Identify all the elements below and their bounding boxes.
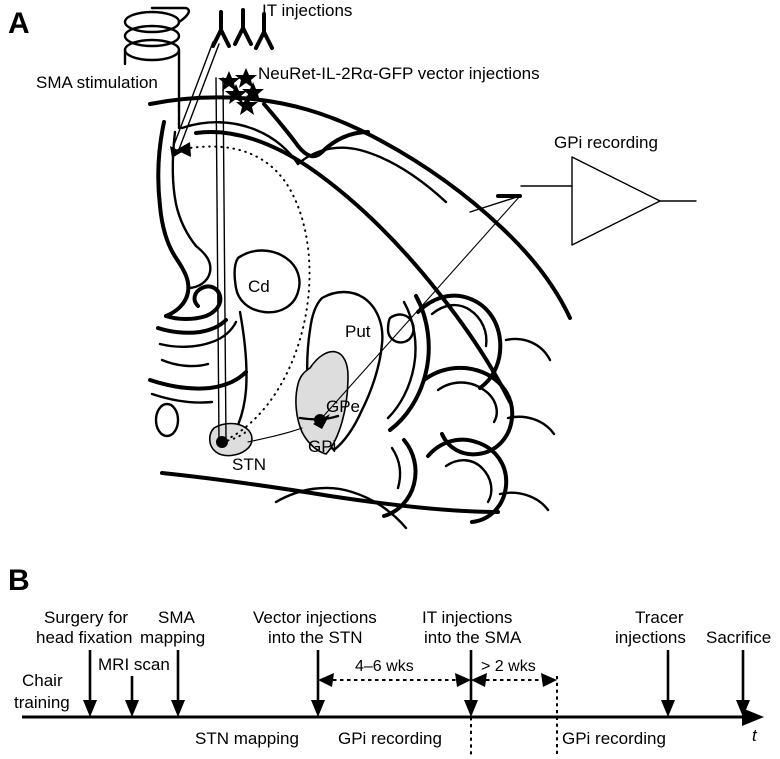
caudate-outline [233, 249, 301, 314]
white-matter-arc [194, 130, 512, 404]
hypothalamic-band [148, 370, 248, 391]
event-chair-training-line1: Chair [22, 671, 63, 690]
ventral-medial-outline [156, 318, 228, 335]
interval-2-weeks-label: > 2 wks [481, 658, 536, 675]
lateral-fold-3-inner [444, 459, 493, 504]
event-it-injections-line1: IT injections [422, 608, 512, 627]
lateral-fold-4 [382, 438, 418, 518]
event-sma-mapping-line1: SMA [158, 608, 196, 627]
event-it-injections-line2: into the SMA [424, 628, 522, 647]
caudate-nucleus-label: Cd [248, 277, 270, 296]
event-surgery-arrowhead [83, 700, 97, 717]
far-right-fold-3 [498, 491, 550, 512]
event-tracer-injections-arrowhead [661, 700, 675, 717]
far-right-fold-2 [506, 415, 556, 436]
it-injections-label: IT injections [262, 1, 352, 20]
far-right-fold-1 [504, 337, 552, 362]
callosal-notch [262, 102, 370, 159]
star-icon-2 [235, 68, 257, 88]
phase-gpi-recording-2-label: GPi recording [562, 729, 666, 748]
star-icon-3 [225, 84, 247, 104]
panel-a-letter: A [8, 7, 30, 40]
event-sma-mapping-line2: mapping [140, 628, 205, 647]
cingulate-inner-fold [186, 244, 212, 290]
ventral-medial-inner-2 [160, 358, 210, 368]
event-tracer-injections-line2: injections [615, 628, 686, 647]
stn-to-gpi-pathway [247, 427, 303, 443]
lateral-fold-3 [426, 437, 509, 524]
event-sacrifice-line1: Sacrifice [706, 628, 771, 647]
brain-section-drawing: Cd Put GPe GPi STN [148, 95, 572, 530]
time-axis-arrowhead [742, 708, 764, 726]
gpi-electrode-tip [313, 414, 330, 429]
event-surgery-head-fixation-line2: head fixation [36, 628, 132, 647]
interval-2-weeks-left-arrowhead [471, 673, 487, 687]
cingulate-fold-outline [164, 284, 223, 321]
injection-cannula [170, 41, 220, 158]
ventral-base-inner [274, 486, 408, 530]
phase-gpi-recording-1-label: GPi recording [338, 729, 442, 748]
lateral-fold-1-inner [430, 303, 488, 348]
cannula-tip-arrowhead [170, 146, 182, 158]
subthalamic-nucleus-label: STN [232, 455, 266, 474]
syringe-icon-2 [233, 8, 253, 46]
interval-4-6-weeks-right-arrowhead [455, 673, 471, 687]
event-vector-injections-arrowhead [311, 700, 325, 717]
panel-b: B t Chair training Surgery for head fixa… [8, 564, 771, 755]
medial-wall-outline [156, 120, 191, 318]
lateral-fold-1 [416, 293, 503, 390]
event-sacrifice-arrowhead [736, 700, 750, 717]
upper-gyrus-band [180, 121, 300, 166]
putamen-outline [306, 290, 384, 452]
syringe-icon-group [211, 8, 274, 50]
gpi-recording-electrode [313, 194, 522, 429]
event-mri-scan-line1: MRI scan [98, 655, 170, 674]
event-surgery-head-fixation-line1: Surgery for [44, 608, 128, 627]
sma-stimulation-label: SMA stimulation [36, 73, 158, 92]
event-tracer-injections-line1: Tracer [635, 608, 684, 627]
optic-tract-oval [154, 402, 180, 438]
vector-injections-label: NeuRet-IL-2Rα-GFP vector injections [258, 64, 540, 83]
lateral-small-loop [386, 313, 415, 344]
panel-b-letter: B [8, 564, 30, 597]
event-it-injections-arrowhead [464, 700, 478, 717]
event-vector-injections-line1: Vector injections [253, 608, 377, 627]
lateral-fold-4-inner [390, 446, 402, 490]
syringe-icon-3 [254, 12, 274, 50]
ventral-base-line [160, 471, 500, 514]
interval-4-6-weeks-label: 4–6 wks [355, 658, 414, 675]
cortex-outer-surface [148, 95, 572, 320]
time-axis-label: t [752, 726, 758, 745]
event-chair-training-line2: training [14, 693, 70, 712]
amplifier-triangle-icon [571, 156, 697, 246]
stimulation-coil-icon [123, 6, 190, 108]
upper-gyrus-band-2 [296, 146, 448, 204]
pallidum-shaded-region [295, 350, 349, 455]
event-mri-arrowhead [125, 700, 139, 717]
syringe-icon-1 [211, 10, 231, 48]
gpi-recording-label: GPi recording [554, 133, 658, 152]
stn-to-sma-dotted-pathway [189, 145, 311, 441]
lateral-fold-2-inner [436, 381, 498, 424]
stn-shaded-region [208, 422, 253, 457]
sma-projection-arrowhead [176, 142, 191, 157]
putamen-label: Put [345, 322, 371, 341]
globus-pallidus-externus-label: GPe [326, 397, 360, 416]
lateral-band-thick [388, 294, 431, 432]
star-icon-5 [236, 95, 258, 115]
hypothalamic-band-inner [150, 392, 214, 404]
phase-stn-mapping-label: STN mapping [195, 729, 299, 748]
interval-4-6-weeks-left-arrowhead [318, 673, 334, 687]
event-sma-mapping-arrowhead [171, 700, 185, 717]
panel-a: A [8, 1, 697, 530]
event-vector-injections-line2: into the STN [268, 628, 363, 647]
ventral-medial-inner [158, 320, 238, 348]
interval-2-weeks-right-arrowhead [541, 673, 557, 687]
globus-pallidus-internus-label: GPi [308, 437, 336, 456]
